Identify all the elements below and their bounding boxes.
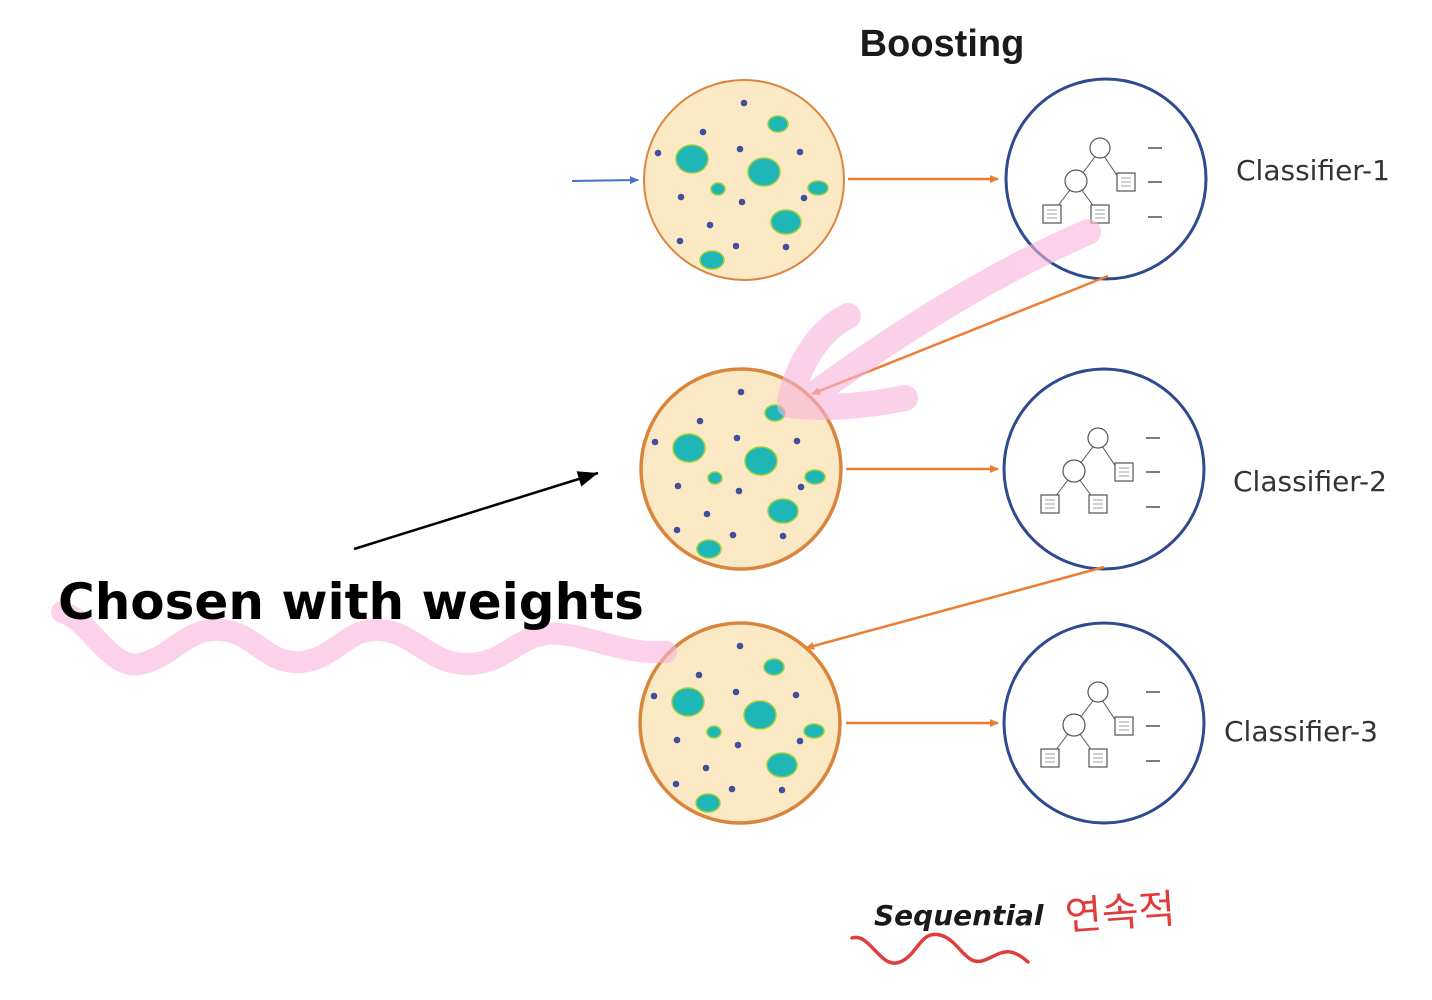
sample-dot: [706, 221, 714, 229]
classifier-circle: [1002, 621, 1206, 825]
weighted-sample-blob: [696, 539, 722, 559]
sample-dot: [793, 437, 801, 445]
sample-dot: [740, 99, 748, 107]
handwritten-korean-note: 연속적: [1063, 886, 1176, 940]
sample-sets: [638, 79, 845, 825]
weighted-sample-blob: [763, 658, 785, 676]
sample-dot: [732, 688, 740, 696]
weighted-sample-blob: [770, 209, 802, 235]
sample-dot: [735, 487, 743, 495]
weighted-sample-blob: [710, 182, 726, 196]
annotation-text: Chosen with weights: [58, 573, 644, 631]
weighted-sample-blob: [671, 687, 705, 717]
sample-dot: [792, 691, 800, 699]
sample-dot: [674, 482, 682, 490]
red-handwritten-underline: [850, 932, 1030, 965]
sample-dot: [696, 417, 704, 425]
classifier-2-label: Classifier-2: [1233, 465, 1387, 498]
weighted-sample-blob: [699, 250, 725, 270]
sample-dot: [782, 243, 790, 251]
feedback-arrow-classifier2-to-sample3: [805, 565, 1105, 650]
sample-dot: [673, 736, 681, 744]
classifier-nodes: [1002, 77, 1208, 825]
sequential-label: Sequential: [874, 899, 1044, 932]
classifier-3-label: Classifier-3: [1224, 715, 1378, 748]
weighted-sample-blob: [767, 115, 789, 133]
sample-dot: [796, 148, 804, 156]
sample-dot: [737, 388, 745, 396]
sample-dot: [728, 785, 736, 793]
sample-dot: [695, 671, 703, 679]
sample-dot: [778, 786, 786, 794]
weighted-sample-blob: [767, 498, 799, 524]
decision-tree-icon: [1040, 681, 1160, 768]
sample-dot: [699, 128, 707, 136]
weighted-sample-blob: [804, 469, 826, 485]
weighted-sample-blob: [803, 723, 825, 739]
pink-highlight-arrow: [777, 219, 1101, 421]
decision-tree-icon: [1040, 427, 1160, 514]
sample-dot: [736, 145, 744, 153]
weighted-sample-blob: [744, 446, 778, 476]
sample-set-3: [638, 621, 842, 825]
annotation-arrow: [353, 471, 599, 551]
sample-dot: [734, 741, 742, 749]
classifier-3: [1002, 621, 1206, 825]
sample-dot: [738, 198, 746, 206]
sample-dot: [729, 531, 737, 539]
sample-set-circle: [643, 79, 845, 281]
sample-dot: [654, 149, 662, 157]
weighted-sample-blob: [672, 433, 706, 463]
weighted-sample-blob: [766, 752, 798, 778]
sample-set-1: [643, 79, 845, 281]
sample-dot: [733, 434, 741, 442]
sample-dot: [732, 242, 740, 250]
sample-dot: [796, 737, 804, 745]
weighted-sample-blob: [743, 700, 777, 730]
classifier-circle: [1002, 367, 1206, 571]
sample-dot: [651, 438, 659, 446]
sample-dot: [676, 237, 684, 245]
weighted-sample-blob: [675, 144, 709, 174]
input-arrow: [571, 176, 639, 185]
classifier-2: [1002, 367, 1206, 571]
decision-tree-icon: [1042, 137, 1162, 224]
sample-dot: [779, 532, 787, 540]
sample-dot: [702, 764, 710, 772]
sample-dot: [800, 194, 808, 202]
sample-dot: [677, 193, 685, 201]
weighted-sample-blob: [695, 793, 721, 813]
classifier-1-label: Classifier-1: [1236, 154, 1390, 187]
sample-dot: [703, 510, 711, 518]
pink-wavy-underline: [51, 601, 677, 676]
weighted-sample-blob: [707, 471, 723, 485]
weighted-sample-blob: [747, 157, 781, 187]
weighted-sample-blob: [807, 180, 829, 196]
sample-set-2: [639, 367, 843, 571]
sample-dot: [672, 780, 680, 788]
weighted-sample-blob: [706, 725, 722, 739]
diagram-title: Boosting: [860, 23, 1025, 65]
sample-dot: [650, 692, 658, 700]
sample-dot: [797, 483, 805, 491]
classifier-circle: [1004, 77, 1208, 281]
sample-dot: [673, 526, 681, 534]
sample-dot: [736, 642, 744, 650]
classifier-1: [1004, 77, 1208, 281]
